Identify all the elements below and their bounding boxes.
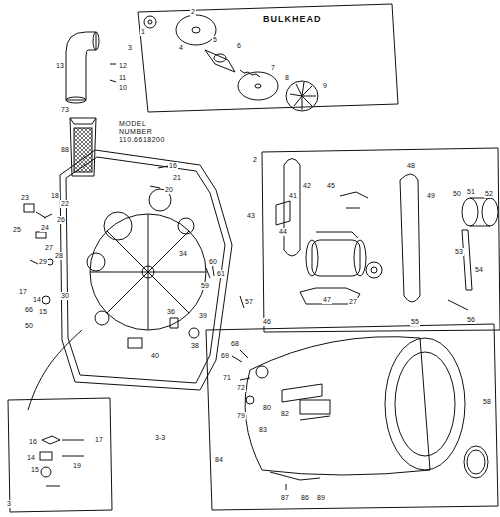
callout-number: 58 bbox=[482, 398, 492, 406]
callout-number: 11 bbox=[118, 74, 127, 82]
callout-number: 27 bbox=[44, 244, 54, 252]
callout-number: 18 bbox=[50, 192, 60, 200]
callout-number: 25 bbox=[12, 226, 22, 234]
callout-number: 40 bbox=[150, 352, 160, 360]
callout-number: 56 bbox=[466, 316, 476, 324]
callout-number: 69 bbox=[220, 352, 230, 360]
callout-number: 79 bbox=[236, 412, 246, 420]
callout-number: 3-3 bbox=[154, 434, 166, 442]
callout-number: 59 bbox=[200, 282, 210, 290]
callout-number: 22 bbox=[60, 200, 70, 208]
callout-number: 45 bbox=[326, 182, 336, 190]
callout-number: 84 bbox=[214, 456, 224, 464]
callout-number: 50 bbox=[452, 190, 462, 198]
callout-number: 54 bbox=[474, 266, 484, 274]
callout-number: 8 bbox=[284, 74, 290, 82]
callout-number: 38 bbox=[190, 342, 200, 350]
callout-number: 12 bbox=[118, 62, 128, 70]
callout-number: 14 bbox=[32, 296, 42, 304]
section-title: BULKHEAD bbox=[262, 14, 323, 24]
callout-number: 10 bbox=[118, 84, 128, 92]
callout-number: 53 bbox=[454, 248, 464, 256]
callout-number: 19 bbox=[72, 462, 82, 470]
callout-number: 52 bbox=[484, 190, 494, 198]
callout-number: 2 bbox=[190, 8, 196, 16]
callout-number: 80 bbox=[262, 404, 272, 412]
callout-number: 9 bbox=[322, 82, 328, 90]
callout-number: 29 bbox=[38, 258, 48, 266]
callout-number: 3 bbox=[127, 44, 133, 52]
callout-number: 60 bbox=[208, 258, 218, 266]
callout-number: 88 bbox=[60, 146, 70, 154]
callout-number: 17 bbox=[18, 288, 28, 296]
callout-number: 61 bbox=[216, 270, 226, 278]
callout-number: 68 bbox=[230, 340, 240, 348]
callout-number: 83 bbox=[258, 426, 268, 434]
callout-number: 48 bbox=[406, 162, 416, 170]
callout-number: 86 bbox=[300, 494, 310, 502]
callout-number: 55 bbox=[410, 318, 420, 326]
callout-number: 82 bbox=[280, 410, 290, 418]
callout-number: 43 bbox=[246, 212, 256, 220]
callout-number: 14 bbox=[26, 454, 36, 462]
callout-number: 73 bbox=[60, 106, 70, 114]
callout-number: 21 bbox=[172, 174, 182, 182]
callout-number: 72 bbox=[236, 384, 246, 392]
callout-number: 41 bbox=[288, 192, 298, 200]
callout-number: 20 bbox=[164, 186, 174, 194]
callout-number: 1 bbox=[140, 28, 146, 36]
callout-number: 4 bbox=[178, 44, 184, 52]
callout-number: 49 bbox=[426, 192, 436, 200]
callout-number: 23 bbox=[20, 194, 30, 202]
callout-number: 42 bbox=[302, 182, 312, 190]
callout-number: 57 bbox=[244, 298, 254, 306]
callout-number: 36 bbox=[166, 308, 176, 316]
callout-number: 5 bbox=[212, 36, 218, 44]
callout-number: 3 bbox=[6, 500, 12, 508]
callout-number: 13 bbox=[55, 62, 65, 70]
callout-number: 47 bbox=[322, 296, 332, 304]
callout-number: 51 bbox=[466, 188, 476, 196]
callout-number: 26 bbox=[56, 216, 66, 224]
callout-number: 15 bbox=[30, 466, 40, 474]
callout-number: 66 bbox=[24, 306, 34, 314]
callout-number: 34 bbox=[178, 250, 188, 258]
model-number: MODEL NUMBER 110.6618200 bbox=[118, 120, 178, 144]
callout-number: 16 bbox=[168, 162, 178, 170]
callout-number: 50 bbox=[24, 322, 34, 330]
callout-number: 7 bbox=[270, 64, 276, 72]
callout-number: 16 bbox=[28, 438, 38, 446]
callout-number: 71 bbox=[222, 374, 232, 382]
callout-number: 87 bbox=[280, 494, 290, 502]
callout-number: 17 bbox=[94, 436, 104, 444]
callout-number: 46 bbox=[262, 318, 272, 326]
callout-number: 39 bbox=[198, 312, 208, 320]
callout-number: 28 bbox=[54, 252, 64, 260]
callout-number: 30 bbox=[60, 292, 70, 300]
callout-number: 89 bbox=[316, 494, 326, 502]
callout-number: 44 bbox=[278, 228, 288, 236]
callout-number: 15 bbox=[38, 308, 48, 316]
callout-number: 2 bbox=[252, 156, 258, 164]
callout-number: 24 bbox=[40, 224, 50, 232]
callout-number: 27 bbox=[348, 298, 358, 306]
callout-number: 6 bbox=[236, 42, 242, 50]
